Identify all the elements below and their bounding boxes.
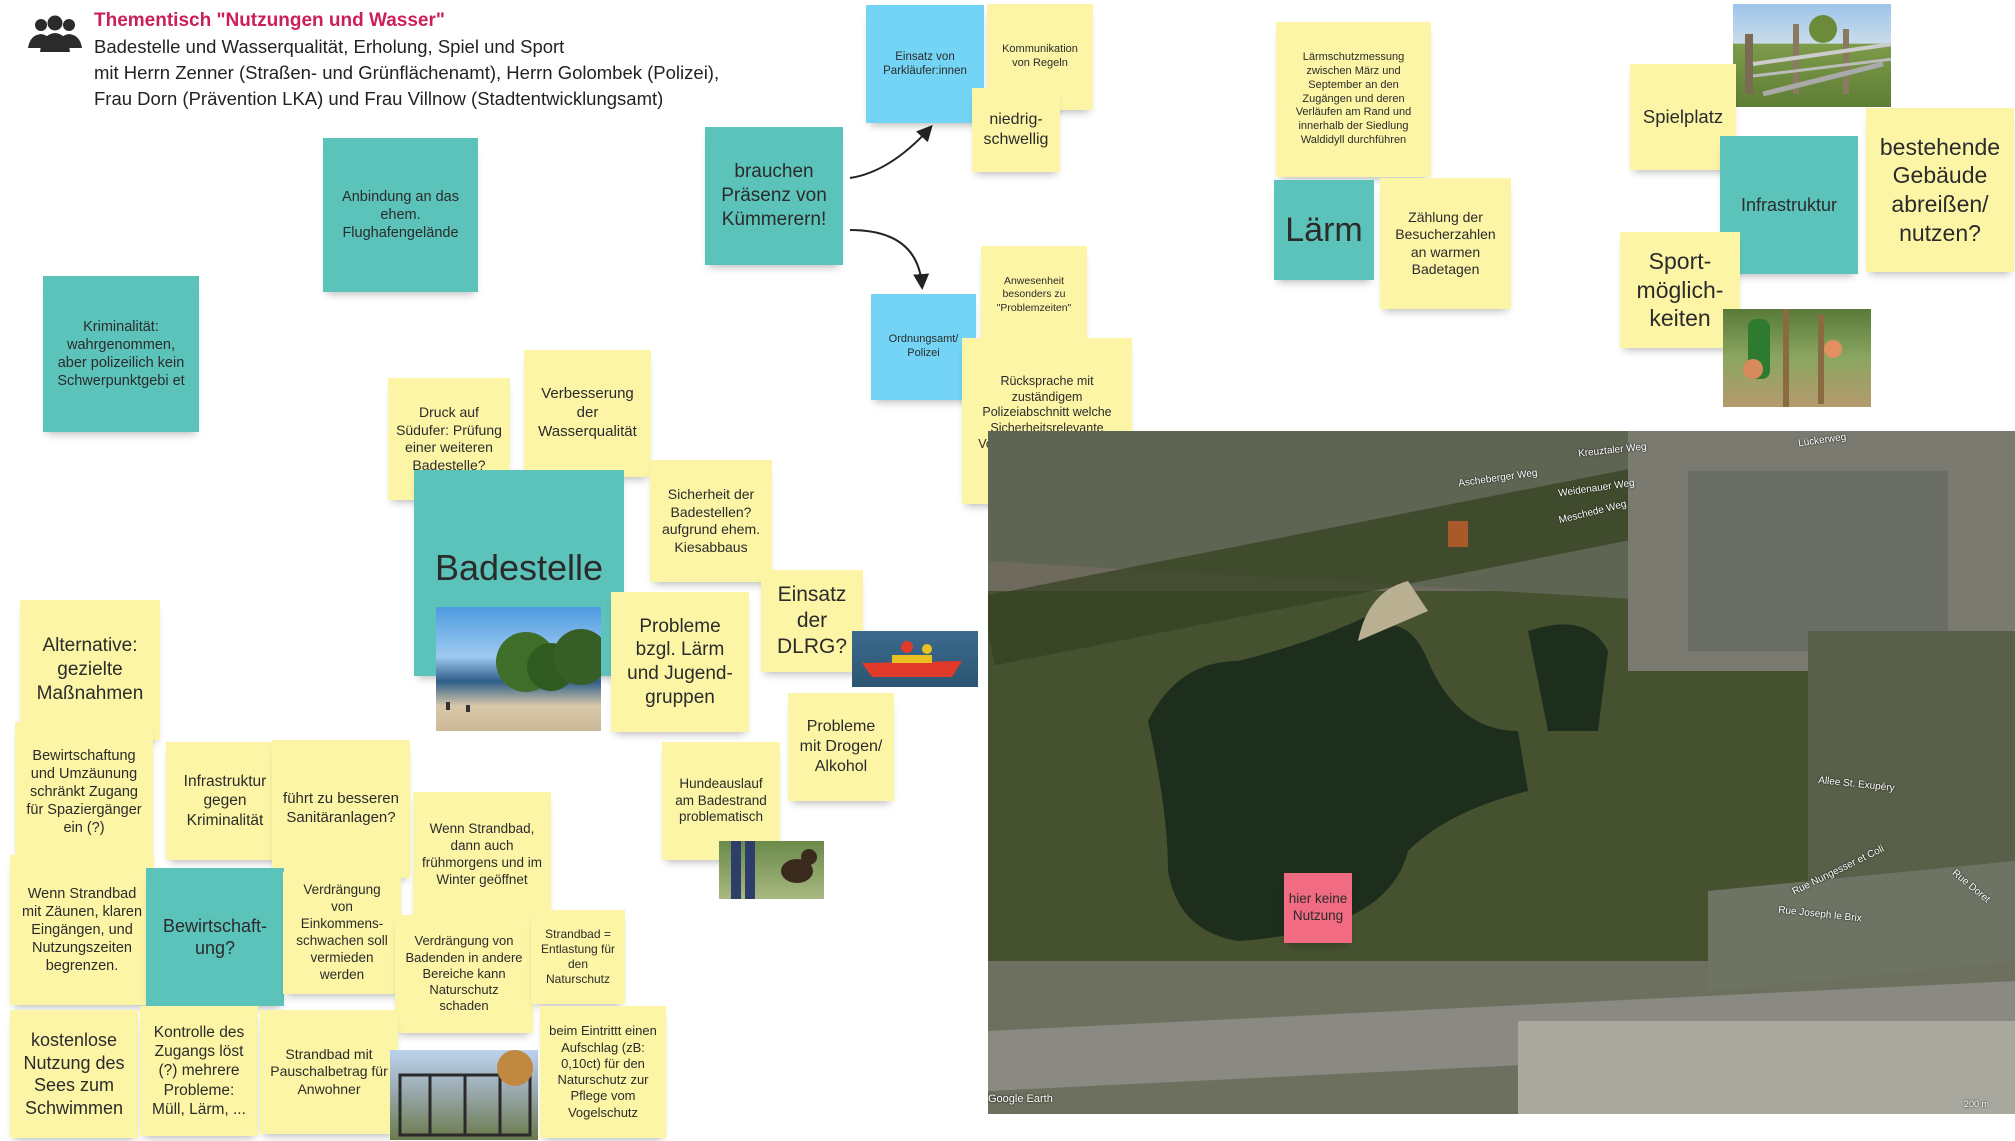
note-entlastung[interactable]: Strandbad = Entlastung für den Naturschu… <box>531 910 625 1004</box>
note-bewirtschaftung[interactable]: Bewirtschaft- ung? <box>146 868 284 1006</box>
note-dlrg[interactable]: Einsatz der DLRG? <box>761 570 863 672</box>
note-anbindung[interactable]: Anbindung an das ehem. Flughafengelände <box>323 138 478 292</box>
note-bewirtschaftung-zaeunung[interactable]: Bewirtschaftung und Umzäunung schränkt Z… <box>15 722 153 862</box>
note-sicherheit[interactable]: Sicherheit der Badestellen? aufgrund ehe… <box>650 460 772 582</box>
google-earth-label: Google Earth <box>988 1093 1053 1105</box>
note-kostenlos[interactable]: kostenlose Nutzung des Sees zum Schwimme… <box>10 1010 138 1138</box>
note-infrastruktur[interactable]: Infrastruktur <box>1720 136 1858 274</box>
note-probleme-laerm[interactable]: Probleme bzgl. Lärm und Jugend- gruppen <box>611 592 749 732</box>
note-strandbad-winter[interactable]: Wenn Strandbad, dann auch frühmorgens un… <box>413 792 551 918</box>
note-kontrolle[interactable]: Kontrolle des Zugangs löst (?) mehrere P… <box>140 1006 258 1136</box>
note-alternative[interactable]: Alternative: gezielte Maßnahmen <box>20 600 160 740</box>
note-zaehlung[interactable]: Zählung der Besucherzahlen an warmen Bad… <box>1380 178 1511 309</box>
arrow-down <box>849 229 930 290</box>
arrow-up <box>849 125 933 179</box>
note-sanitaer[interactable]: führt zu besseren Sanitäranlagen? <box>272 740 410 878</box>
dlrg-boat-photo <box>852 631 978 687</box>
note-kriminalitaet[interactable]: Kriminalität: wahrgenommen, aber polizei… <box>43 276 199 432</box>
dog-photo <box>719 841 824 899</box>
note-spielplatz[interactable]: Spielplatz <box>1630 64 1736 170</box>
lake-beach-photo <box>436 607 601 731</box>
satellite-map[interactable]: Kreuztaler Weg Ascheberger Weg Weidenaue… <box>988 431 2015 1114</box>
note-zaeunen[interactable]: Wenn Strandbad mit Zäunen, klaren Eingän… <box>10 855 154 1005</box>
page-title: Thementisch "Nutzungen und Wasser" <box>94 10 445 31</box>
subtitle-line-3: Frau Dorn (Prävention LKA) und Frau Vill… <box>94 88 664 109</box>
people-group-icon <box>28 15 82 52</box>
note-infra-krim[interactable]: Infrastruktur gegen Kriminalität <box>166 742 284 860</box>
note-keine-nutzung[interactable]: hier keine Nutzung <box>1284 873 1352 943</box>
note-laermschutz[interactable]: Lärmschutzmessung zwischen März und Sept… <box>1276 22 1431 177</box>
fence-entrance-photo <box>390 1050 538 1140</box>
note-sport[interactable]: Sport- möglich- keiten <box>1620 232 1740 348</box>
subtitle-line-1: Badestelle und Wasserqualität, Erholung,… <box>94 36 565 57</box>
note-aufschlag[interactable]: beim Eintrittt einen Aufschlag (zB: 0,10… <box>540 1006 666 1138</box>
note-hundeauslauf[interactable]: Hundeauslauf am Badestrand problematisch <box>662 742 780 860</box>
note-ordnungsamt[interactable]: Ordnungsamt/ Polizei <box>871 294 976 400</box>
subtitle-line-2: mit Herrn Zenner (Straßen- und Grünfläch… <box>94 62 720 83</box>
sport-photo <box>1723 309 1871 407</box>
note-niedrigschwellig[interactable]: niedrig- schwellig <box>972 88 1060 172</box>
note-verdraengung-baden[interactable]: Verdrängung von Badenden in andere Berei… <box>395 915 533 1033</box>
note-anwesenheit[interactable]: Anwesenheit besonders zu "Problemzeiten" <box>981 246 1087 344</box>
note-praesenz[interactable]: brauchen Präsenz von Kümmerern! <box>705 127 843 265</box>
arrow-connectors <box>849 125 933 290</box>
note-drogen[interactable]: Probleme mit Drogen/ Alkohol <box>788 693 894 801</box>
note-verdraengung-einkommen[interactable]: Verdrängung von Einkommens- schwachen so… <box>283 872 401 994</box>
note-parklaeufer[interactable]: Einsatz von Parkläufer:innen <box>866 5 984 123</box>
scale-label: 200 m <box>1964 1099 1990 1109</box>
note-pauschal[interactable]: Strandbad mit Pauschalbetrag für Anwohne… <box>260 1010 398 1134</box>
playground-photo <box>1733 4 1891 107</box>
note-laerm[interactable]: Lärm <box>1274 180 1374 280</box>
note-gebaeude[interactable]: bestehende Gebäude abreißen/ nutzen? <box>1866 108 2014 272</box>
note-wasserqualitaet[interactable]: Verbesserung der Wasserqualität <box>524 350 651 477</box>
